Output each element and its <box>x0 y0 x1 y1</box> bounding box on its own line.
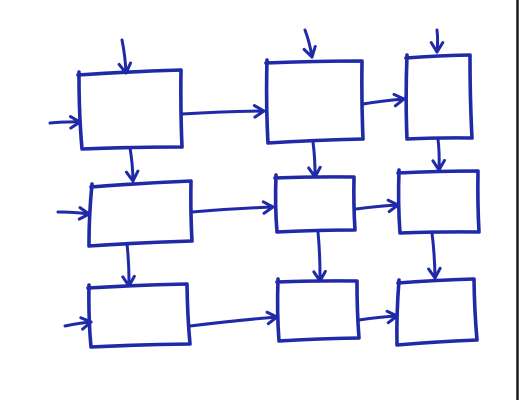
arrowhead <box>124 169 140 183</box>
arrowhead <box>429 41 445 54</box>
block-r1c2 <box>264 58 365 145</box>
arrow-shaft <box>436 137 441 172</box>
arrow-external-top-to-r1c3 <box>429 28 445 54</box>
block-r3c2 <box>275 277 361 343</box>
block-r3c1 <box>86 282 192 349</box>
arrow-shaft <box>125 242 131 288</box>
arrowhead <box>252 104 266 119</box>
arrow-r2c1-to-r2c2 <box>190 200 275 215</box>
arrowhead <box>261 200 275 215</box>
block-r2c1 <box>87 179 194 248</box>
arrow-shaft <box>316 230 322 283</box>
arrow-r1c2-to-r1c3 <box>361 92 406 108</box>
arrow-external-top-to-r1c2 <box>302 28 317 59</box>
block-r3c3 <box>395 277 479 347</box>
arrow-r1c1-to-r2c1 <box>124 146 140 183</box>
arrow-r1c1-to-r1c2 <box>180 104 266 119</box>
arrowhead <box>392 92 406 108</box>
blocks-layer <box>76 53 481 349</box>
block-r1c1 <box>76 68 184 151</box>
block-r2c3 <box>396 168 481 235</box>
arrow-shaft <box>188 315 279 328</box>
arrow-shaft <box>361 97 406 106</box>
arrowhead <box>302 44 317 59</box>
arrow-shaft <box>354 203 400 211</box>
arrowhead <box>427 266 442 280</box>
arrow-shaft <box>48 120 82 125</box>
arrow-shaft <box>190 205 275 214</box>
block-r1c3 <box>404 53 474 141</box>
arrow-shaft <box>430 231 437 280</box>
arrow-shaft <box>180 109 266 116</box>
arrow-r2c3-to-r3c3 <box>427 231 442 280</box>
connections-layer <box>48 28 446 331</box>
block-r2c2 <box>273 173 357 234</box>
